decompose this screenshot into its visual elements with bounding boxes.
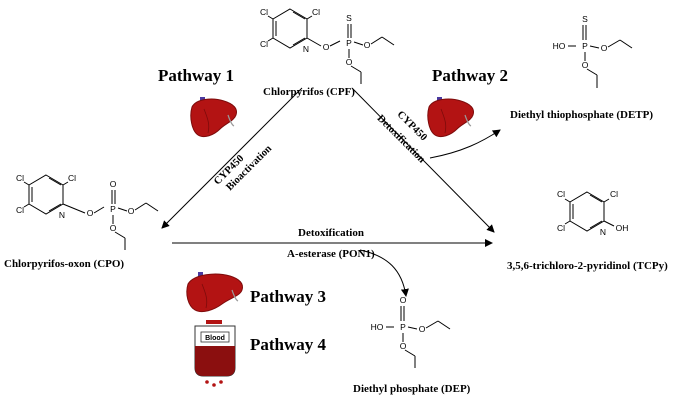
atom-label: Cl <box>557 189 565 199</box>
cpf-atoms: Cl Cl Cl N O P S O O <box>260 7 371 67</box>
pathway-3-label: Pathway 3 <box>250 287 327 306</box>
atom-label: O <box>323 42 330 52</box>
atom-label: O <box>346 57 353 67</box>
cpo-structure <box>23 174 159 250</box>
detp-label: Diethyl thiophosphate (DETP) <box>510 109 654 121</box>
atom-label: O <box>601 43 608 53</box>
atom-label: OH <box>616 223 629 233</box>
atom-label: Cl <box>16 173 24 183</box>
atom-label: Cl <box>68 173 76 183</box>
atom-label: O <box>419 324 426 334</box>
pathway-4-label: Pathway 4 <box>250 335 327 354</box>
atom-label: N <box>59 210 65 220</box>
atom-label: Cl <box>16 205 24 215</box>
atom-label: N <box>600 227 606 237</box>
atom-label: Cl <box>610 189 618 199</box>
cpo-atoms: Cl Cl Cl N O P O O O <box>16 173 135 233</box>
atom-label: HO <box>371 322 384 332</box>
pathway-2-label: Pathway 2 <box>432 66 509 85</box>
arrow-to-detp <box>429 129 501 159</box>
tcpy-label: 3,5,6-trichloro-2-pyridinol (TCPy) <box>507 260 668 272</box>
cpf-structure <box>267 8 395 84</box>
atom-label: Cl <box>260 39 268 49</box>
tcpy-atoms: Cl Cl Cl N OH <box>557 189 628 237</box>
atom-label: O <box>400 295 407 305</box>
atom-label: O <box>364 40 371 50</box>
atom-label: O <box>110 223 117 233</box>
liver-icon <box>427 97 474 138</box>
p3-enzyme-label: A-esterase (PON1) <box>287 248 375 260</box>
atom-label: O <box>400 341 407 351</box>
arrow-cpf-to-tcpy <box>351 87 495 233</box>
atom-label: HO <box>553 41 566 51</box>
blood-bag-label: Blood <box>205 335 225 342</box>
arrow-cpf-to-cpo <box>161 87 303 229</box>
tcpy-structure <box>564 191 615 232</box>
atom-label: Cl <box>260 7 268 17</box>
detp-structure <box>568 25 633 88</box>
detp-atoms: HO P S O O <box>553 14 608 70</box>
atom-label: O <box>110 179 117 189</box>
blood-bag-icon: Blood <box>194 320 236 387</box>
dep-label: Diethyl phosphate (DEP) <box>353 383 471 395</box>
atom-label: P <box>582 41 588 51</box>
dep-structure <box>386 306 451 368</box>
cpo-label: Chlorpyrifos-oxon (CPO) <box>4 258 125 270</box>
pathway-1-label: Pathway 1 <box>158 66 235 85</box>
atom-label: O <box>128 206 135 216</box>
arrow-to-dep <box>359 249 409 297</box>
cpf-label: Chlorpyrifos (CPF) <box>263 86 355 98</box>
atom-label: N <box>303 44 309 54</box>
atom-label: S <box>346 13 352 23</box>
atom-label: Cl <box>312 7 320 17</box>
atom-label: O <box>582 60 589 70</box>
dep-atoms: HO P O O O <box>371 295 426 351</box>
atom-label: S <box>582 14 588 24</box>
atom-label: P <box>400 322 406 332</box>
liver-icon <box>186 272 243 313</box>
atom-label: O <box>87 208 94 218</box>
atom-label: P <box>346 38 352 48</box>
liver-icon <box>190 97 237 138</box>
atom-label: P <box>110 204 116 214</box>
p3-process-label: Detoxification <box>298 227 364 239</box>
atom-label: Cl <box>557 223 565 233</box>
